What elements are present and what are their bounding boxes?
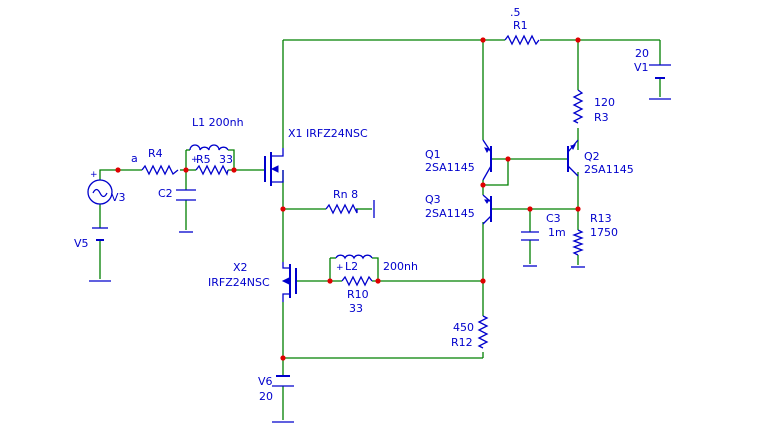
label-node-a: a	[131, 152, 138, 165]
label-l1: L1 200nh	[192, 116, 244, 129]
label-x1: X1 IRFZ24NSC	[288, 127, 368, 140]
label-v6: V6	[258, 375, 273, 388]
battery-v5[interactable]	[92, 227, 108, 241]
label-rn: Rn 8	[333, 188, 358, 201]
label-v1-value: 20	[635, 47, 649, 60]
label-r3-value: 120	[594, 96, 615, 109]
battery-v1[interactable]	[649, 64, 671, 79]
mosfet-x1[interactable]	[264, 148, 284, 186]
labels: .5 R1 20 V1 120 R3 L1 200nh R4 R5 33 X1 …	[74, 6, 649, 403]
label-q3: Q3	[425, 193, 441, 206]
mosfet-x2[interactable]	[281, 262, 297, 302]
inductor-l2[interactable]: +	[335, 254, 373, 273]
resistor-r10[interactable]	[341, 275, 373, 287]
label-r1: R1	[513, 19, 528, 32]
svg-text:+: +	[90, 170, 98, 180]
resistor-rn[interactable]	[325, 203, 358, 215]
ac-source-v3[interactable]: +	[87, 170, 113, 205]
label-q2: Q2	[584, 150, 600, 163]
label-c3: C3	[546, 212, 561, 225]
label-r4: R4	[148, 147, 163, 160]
label-v3: V3	[111, 191, 126, 204]
capacitor-c2[interactable]	[176, 189, 196, 201]
transistor-q3[interactable]	[482, 194, 492, 225]
label-v1: V1	[634, 61, 649, 74]
label-r10: R10	[347, 288, 369, 301]
capacitor-c3[interactable]	[521, 231, 539, 241]
label-r1-value: .5	[510, 6, 521, 19]
resistor-r5[interactable]	[195, 164, 229, 176]
label-q1: Q1	[425, 148, 441, 161]
label-x2-part: IRFZ24NSC	[208, 276, 270, 289]
label-r5-value: 33	[219, 153, 233, 166]
label-r13-value: 1750	[590, 226, 618, 239]
transistor-q1[interactable]	[482, 139, 492, 181]
battery-v6[interactable]	[272, 375, 294, 387]
resistor-r12[interactable]	[477, 315, 489, 349]
label-v6-value: 20	[259, 390, 273, 403]
resistor-r13[interactable]	[572, 229, 584, 256]
resistor-r3[interactable]	[572, 89, 584, 124]
label-q1-part: 2SA1145	[425, 161, 475, 174]
svg-text:+: +	[336, 263, 344, 273]
wires	[99, 39, 661, 420]
label-r13: R13	[590, 212, 612, 225]
label-r12-value: 450	[453, 321, 474, 334]
label-q2-part: 2SA1145	[584, 163, 634, 176]
label-l2: L2	[345, 260, 358, 273]
resistor-r4[interactable]	[141, 164, 179, 176]
label-r5: R5	[196, 153, 211, 166]
label-v5: V5	[74, 237, 89, 250]
transistor-q2[interactable]	[567, 139, 579, 177]
label-q3-part: 2SA1145	[425, 207, 475, 220]
svg-text:+: +	[191, 155, 199, 165]
resistor-r1[interactable]	[504, 34, 540, 46]
label-l2-value: 200nh	[383, 260, 418, 273]
label-c3-value: 1m	[548, 226, 566, 239]
label-r3: R3	[594, 111, 609, 124]
label-x2: X2	[233, 261, 248, 274]
label-r12: R12	[451, 336, 473, 349]
junction-nodes	[115, 37, 581, 361]
label-c2: C2	[158, 187, 173, 200]
label-r10-value: 33	[349, 302, 363, 315]
inductor-l1[interactable]: +	[189, 144, 229, 165]
